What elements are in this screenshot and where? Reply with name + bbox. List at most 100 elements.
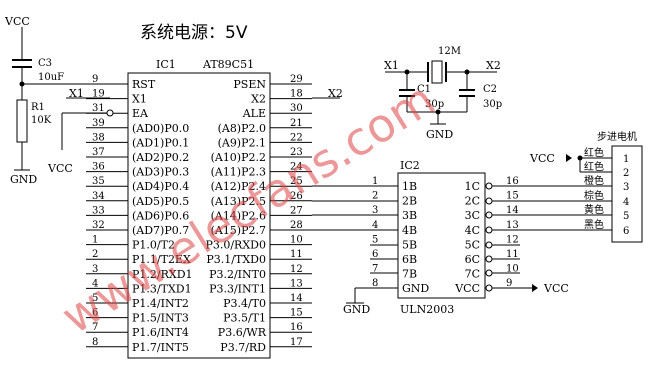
- ic1-pin-number: 1: [92, 235, 98, 246]
- ic1-pin-number: 26: [290, 191, 303, 202]
- ic1-pin-label: (A13)P2.5: [211, 195, 266, 208]
- ic2-pin-number: 9: [506, 278, 512, 289]
- ic2-pin-label: 3B: [402, 209, 417, 222]
- ic1-pin-label: P1.1/T2EX: [132, 253, 191, 266]
- ic1-pin-number: 21: [290, 118, 303, 129]
- ic2-pin-label: 2C: [465, 195, 480, 208]
- ic1-pin-number: 36: [92, 162, 105, 173]
- motor-wire-color: 黄色: [584, 203, 604, 216]
- ic1-pin-number: 18: [290, 89, 303, 100]
- gnd-label-r1: GND: [10, 173, 37, 186]
- ic1-pin-label: RST: [132, 78, 156, 91]
- ic1-pin-label: P3.6/WR: [218, 326, 267, 339]
- ic1-pin-label: (A11)P2.3: [211, 166, 266, 179]
- ic2-pin-label: 4C: [465, 224, 480, 237]
- ic1-pin-label: PSEN: [233, 78, 266, 91]
- ic1-pin-label: X2: [251, 93, 266, 106]
- page-title: 系统电源：5V: [140, 23, 248, 43]
- c1-value: 30p: [425, 99, 444, 110]
- motor-pin-number: 2: [623, 168, 629, 179]
- ic2-pin-number: 3: [372, 205, 378, 216]
- ic2-pin-number: 2: [372, 191, 378, 202]
- ic2-ref: IC2: [400, 159, 420, 172]
- x1-label-left: X1: [69, 87, 84, 100]
- motor-wire-color: 红色: [584, 160, 604, 173]
- ic2-pin-label: 5C: [465, 238, 480, 251]
- ic1-pin-label: P1.3/TXD1: [132, 282, 192, 295]
- ic2-pin-label: 1B: [402, 180, 417, 193]
- ic1-pin-number: 38: [92, 132, 105, 143]
- wires: [12, 27, 643, 359]
- vcc-arrow-motor: [566, 154, 572, 162]
- ic1-pin-number: 14: [290, 293, 303, 304]
- ic1-pin-number: 15: [290, 308, 303, 319]
- ic2-pin-number: 11: [506, 249, 519, 260]
- ic1-pin-label: (AD6)P0.6: [132, 209, 189, 222]
- x1-label-crystal: X1: [384, 59, 399, 72]
- ic1-pin-label: ALE: [242, 107, 266, 120]
- ic2-pin-number: 13: [506, 220, 519, 231]
- ic1-pin-label: (AD3)P0.3: [132, 166, 189, 179]
- ic1-pin-number: 27: [290, 205, 303, 216]
- motor-wire-color: 橙色: [584, 174, 604, 187]
- x2-label-crystal: X2: [486, 59, 501, 72]
- ic1-pin-label: (A14)P2.6: [211, 209, 266, 222]
- motor-pin-number: 6: [623, 226, 629, 237]
- junction-dots: [19, 69, 583, 161]
- ic2-pin-label: 7B: [402, 268, 417, 281]
- c2-name: C2: [483, 84, 497, 95]
- ic1-pin-number: 2: [92, 249, 98, 260]
- ic1-pin-number: 5: [92, 293, 98, 304]
- ic1-pin-label: P1.7/INT5: [132, 341, 189, 354]
- ic1-pin-label: P3.1/TXD0: [206, 253, 266, 266]
- ic1-pin-label: P1.5/INT3: [132, 312, 189, 325]
- ic1-pin-label: P3.4/T0: [223, 297, 266, 310]
- ic2-pin-number: 14: [506, 205, 519, 216]
- ic2-pin-number: 5: [372, 234, 378, 245]
- ic1-pin-number: 30: [290, 103, 303, 114]
- ic1-pin-number: 9: [92, 74, 98, 85]
- vcc-arrow-ic2: [532, 284, 538, 292]
- ic2-pin-number: 4: [372, 220, 378, 231]
- motor-pin-number: 4: [623, 197, 629, 208]
- ic2-pin-number: 15: [506, 191, 519, 202]
- vcc-label-c3: VCC: [4, 15, 30, 28]
- ic1-pin-number: 10: [290, 235, 303, 246]
- ic2-pin-label: VCC: [454, 282, 480, 295]
- ic1-pin-label: P3.7/RD: [220, 341, 266, 354]
- ic2-pin-number: 10: [506, 264, 519, 275]
- ic1-pin-label: P1.6/INT4: [132, 326, 189, 339]
- ic2-part: ULN2003: [400, 303, 454, 316]
- vcc-label-ea: VCC: [47, 162, 73, 175]
- ic1-pin-label: (A10)P2.2: [211, 151, 266, 164]
- ic1-pin-label: (A15)P2.7: [211, 224, 266, 237]
- ic1-pin-number: 23: [290, 147, 303, 158]
- ic1-pin-label: (A9)P2.1: [218, 136, 266, 149]
- ic1-pin-number: 25: [290, 176, 303, 187]
- ic1-pin-number: 4: [92, 278, 98, 289]
- ic1-pin-label: (AD1)P0.1: [132, 136, 189, 149]
- ic2-pin-label: 6C: [465, 253, 480, 266]
- ic1-pin-number: 24: [290, 162, 303, 173]
- ic1-pin-number: 28: [290, 220, 303, 231]
- ic2-pin-label: 5B: [402, 238, 417, 251]
- vcc-label-ic2: VCC: [543, 282, 569, 295]
- motor-wire-color: 红色: [584, 146, 604, 159]
- ic1-pin-label: (A8)P2.0: [218, 122, 266, 135]
- ic2-pin-number: 12: [506, 234, 519, 245]
- r1-value: 10K: [31, 115, 52, 126]
- ic1-pin-label: EA: [132, 107, 149, 120]
- motor-pin-number: 3: [623, 182, 629, 193]
- ic2-pin-number: 1: [372, 176, 378, 187]
- ic1-pin-label: P3.0/RXD0: [205, 239, 266, 252]
- motor-title: 步进电机: [597, 130, 637, 143]
- ic1-pin-number: 34: [92, 191, 105, 202]
- ic1-pin-number: 16: [290, 322, 303, 333]
- ic1-pin-label: (AD0)P0.0: [132, 122, 189, 135]
- ic2-pin-label: 3C: [465, 209, 480, 222]
- ic2-pin-number: 6: [372, 249, 378, 260]
- inverter-bubbles: [106, 109, 493, 292]
- c3-value: 10uF: [38, 72, 64, 83]
- ic2-pin-label: GND: [402, 282, 429, 295]
